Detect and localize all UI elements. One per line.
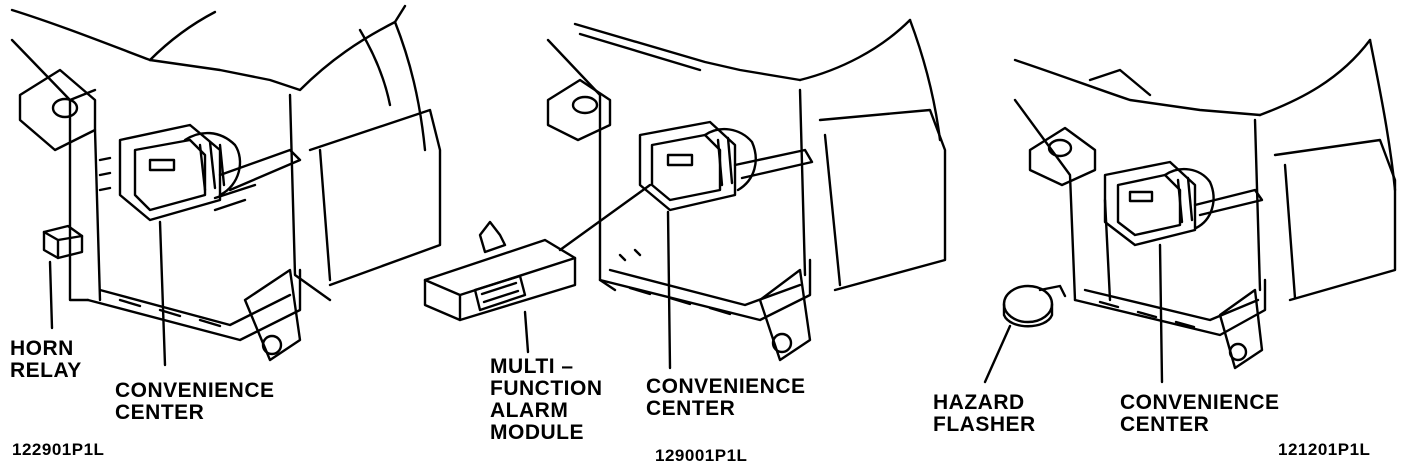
hazard-flasher-label-line-1: HAZARD [933,391,1025,414]
convenience-center-label-2-line-1: CONVENIENCE [646,375,806,398]
alarm-module-label-line-1: MULTI – [490,355,574,378]
convenience-center-label-3: CONVENIENCE CENTER [1120,392,1280,436]
hazard-flasher-label: HAZARD FLASHER [933,392,1036,436]
convenience-center-label-2-line-2: CENTER [646,397,736,420]
convenience-center-label-1-line-2: CENTER [115,401,205,424]
convenience-center-label-1: CONVENIENCE CENTER [115,380,275,424]
hazard-flasher-leader [983,324,1012,384]
panel-1-drawing [10,4,442,367]
convenience-center-leader-1 [158,220,167,367]
figure-code-2: 129001P1L [655,446,748,465]
figure-code-3: 121201P1L [1278,440,1371,459]
convenience-center-label-2: CONVENIENCE CENTER [646,376,806,420]
figure-code-1: 122901P1L [12,440,105,459]
alarm-module-label-line-3: ALARM [490,399,569,422]
alarm-module-leader [523,310,530,354]
horn-relay-leader [48,260,54,330]
multi-function-alarm-module-label: MULTI – FUNCTION ALARM MODULE [490,356,603,444]
convenience-center-leader-3 [1158,243,1164,384]
horn-relay-label-line-2: RELAY [10,359,82,382]
horn-relay-label-line-1: HORN [10,337,74,360]
panel-2-drawing [423,18,947,370]
horn-relay-label: HORN RELAY [10,338,82,382]
alarm-module-label-line-4: MODULE [490,421,584,444]
panel-3-drawing [983,38,1397,384]
convenience-center-label-1-line-1: CONVENIENCE [115,379,275,402]
hazard-flasher-label-line-2: FLASHER [933,413,1036,436]
alarm-module-label-line-2: FUNCTION [490,377,603,400]
convenience-center-label-3-line-2: CENTER [1120,413,1210,436]
convenience-center-label-3-line-1: CONVENIENCE [1120,391,1280,414]
convenience-center-leader-2 [666,210,672,370]
